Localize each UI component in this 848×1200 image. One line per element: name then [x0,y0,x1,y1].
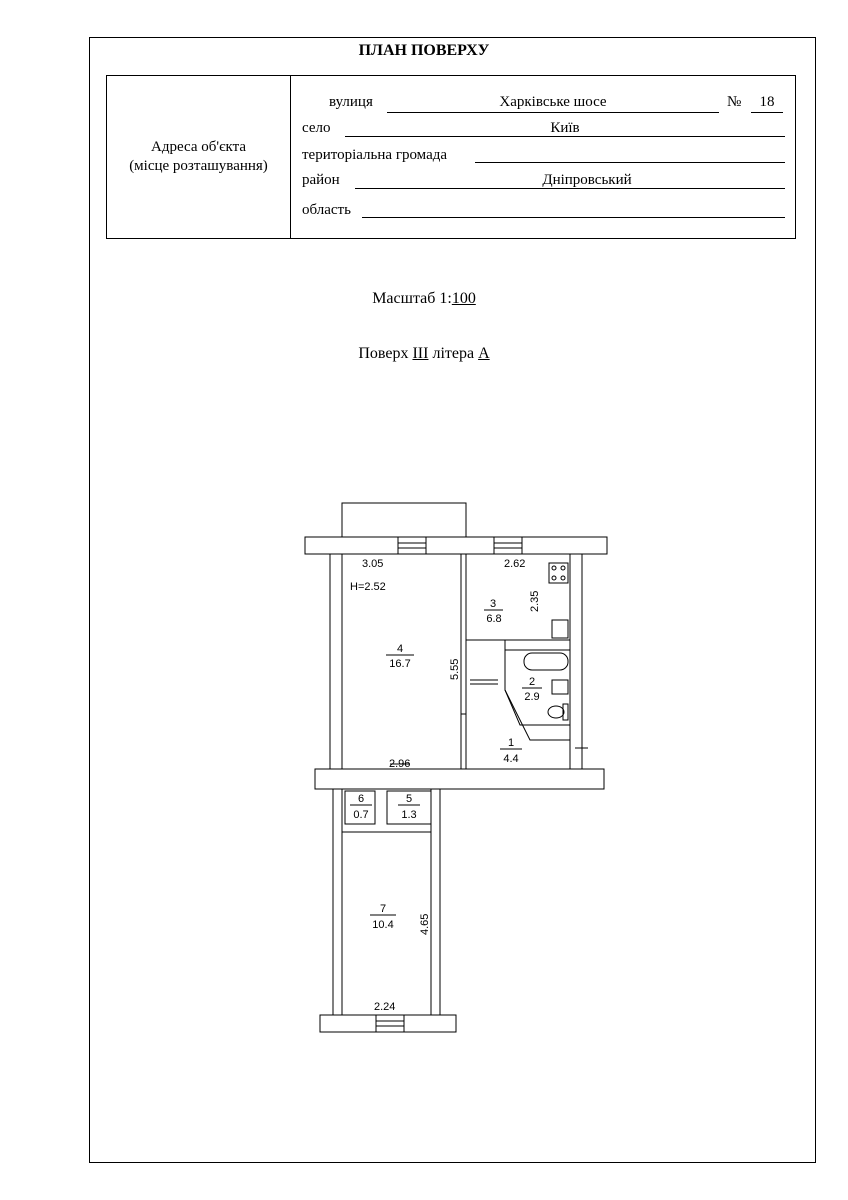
top-wall-band [304,536,608,555]
scale-value: 100 [451,290,476,307]
room-5-number: 5 [406,793,412,805]
room-7-number: 7 [380,903,386,915]
dim-2-62: 2.62 [504,558,525,570]
bathtub-icon [523,652,569,671]
dim-3-05: 3.05 [362,558,383,570]
dim-2-24: 2.24 [374,1001,395,1013]
window-room-7 [375,1014,405,1033]
floor-value: III [412,345,429,362]
letter-value: А [478,345,490,362]
number-value: 18 [759,94,775,110]
room-2-number: 2 [529,676,535,688]
address-label-cell: Адреса об'єкта (місце розташування) [107,76,291,238]
kitchen-sink-icon [551,619,569,639]
letter-label: літера [428,345,479,362]
height-note: H=2.52 [350,581,386,593]
left-wall-lower [332,788,343,1016]
scale-line: Масштаб 1:100 [0,290,848,308]
number-label: № [727,94,742,110]
room-5-area: 1.3 [401,809,416,821]
stove-icon [548,562,569,584]
address-table: Адреса об'єкта (місце розташування) вули… [106,75,796,239]
middle-wall-band [314,768,605,790]
room-5-outline [386,790,432,825]
village-line [345,136,785,137]
window-room-3 [493,536,523,555]
village-value: Київ [550,120,580,136]
region-label: область [302,202,351,218]
document-title: ПЛАН ПОВЕРХУ [358,42,490,59]
street-label: вулиця [329,94,373,110]
region-line [362,217,785,218]
room-6-area: 0.7 [353,809,368,821]
room-4-area: 16.7 [389,658,410,670]
community-line [475,162,785,163]
room-2-outline [504,649,571,726]
district-line [355,188,785,189]
dim-2-96: 2.96 [389,758,410,770]
street-line [387,112,719,113]
window-room-4 [397,536,427,555]
dim-5-55: 5.55 [449,659,461,680]
room-1-outline [465,640,571,770]
room-1-area: 4.4 [503,753,518,765]
room-3-number: 3 [490,598,496,610]
district-label: район [302,172,340,188]
floor-label: Поверх [358,345,413,362]
number-line [751,112,783,113]
page-frame [89,37,816,1163]
floor-line: Поверх III літера А [0,345,848,363]
wash-basin-icon [551,679,569,695]
room-4-number: 4 [397,643,403,655]
toilet-icon [547,705,565,719]
right-wall-lower [430,788,441,1016]
left-wall-upper [329,553,343,770]
dim-2-35: 2.35 [529,591,541,612]
village-label: село [302,120,331,136]
address-label: Адреса об'єкта [150,139,246,155]
address-label-sub: (місце розташування) [129,158,268,174]
room-6-outline [344,790,376,825]
street-value: Харківське шосе [499,94,607,110]
dim-4-65: 4.65 [419,914,431,935]
right-wall-upper [569,553,583,770]
community-label: територіальна громада [302,147,448,163]
room-2-area: 2.9 [524,691,539,703]
room-7-area: 10.4 [372,919,393,931]
room-3-area: 6.8 [486,613,501,625]
bottom-wall-band [319,1014,457,1033]
district-value: Дніпровський [542,172,632,188]
scale-label: Масштаб 1: [372,290,452,307]
room-1-number: 1 [508,737,514,749]
room-6-number: 6 [358,793,364,805]
balcony-outline [341,502,467,538]
